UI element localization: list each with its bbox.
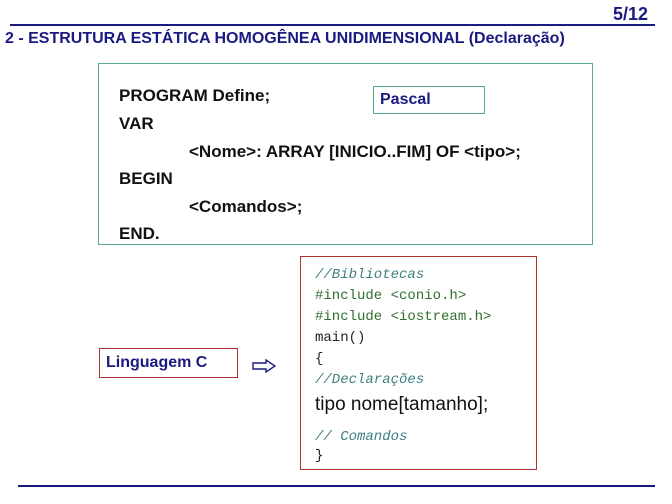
c-line-close-brace: } — [315, 448, 324, 464]
pascal-line-array-declaration: <Nome>: ARRAY [INICIO..FIM] OF <tipo>; — [189, 142, 521, 161]
pascal-line-commands: <Comandos>; — [189, 197, 303, 216]
pascal-line-var: VAR — [119, 114, 154, 133]
c-line-open-brace: { — [315, 351, 324, 367]
pascal-code-box: PROGRAM Define; VAR <Nome>: ARRAY [INICI… — [98, 63, 593, 245]
right-arrow-icon — [252, 359, 276, 373]
c-line-include-conio: #include <conio.h> — [315, 288, 467, 304]
c-code-box: //Bibliotecas #include <conio.h> #includ… — [300, 256, 537, 470]
c-language-label: Linguagem C — [99, 348, 238, 378]
pascal-line-program: PROGRAM Define; — [119, 86, 271, 105]
c-line-comment-libraries: //Bibliotecas — [315, 267, 425, 283]
c-line-comment-commands: // Comandos — [315, 429, 408, 445]
pascal-line-end: END. — [119, 224, 160, 243]
c-line-main: main() — [315, 330, 366, 346]
bottom-divider — [18, 485, 655, 487]
top-divider — [10, 24, 655, 26]
slide-title: 2 - ESTRUTURA ESTÁTICA HOMOGÊNEA UNIDIME… — [5, 30, 565, 47]
pascal-line-begin: BEGIN — [119, 169, 173, 188]
c-line-array-declaration: tipo nome[tamanho]; — [315, 394, 489, 415]
pascal-language-label: Pascal — [373, 86, 485, 114]
c-line-include-iostream: #include <iostream.h> — [315, 309, 492, 325]
c-line-comment-declarations: //Declarações — [315, 372, 425, 388]
page-number: 5/12 — [613, 4, 649, 24]
